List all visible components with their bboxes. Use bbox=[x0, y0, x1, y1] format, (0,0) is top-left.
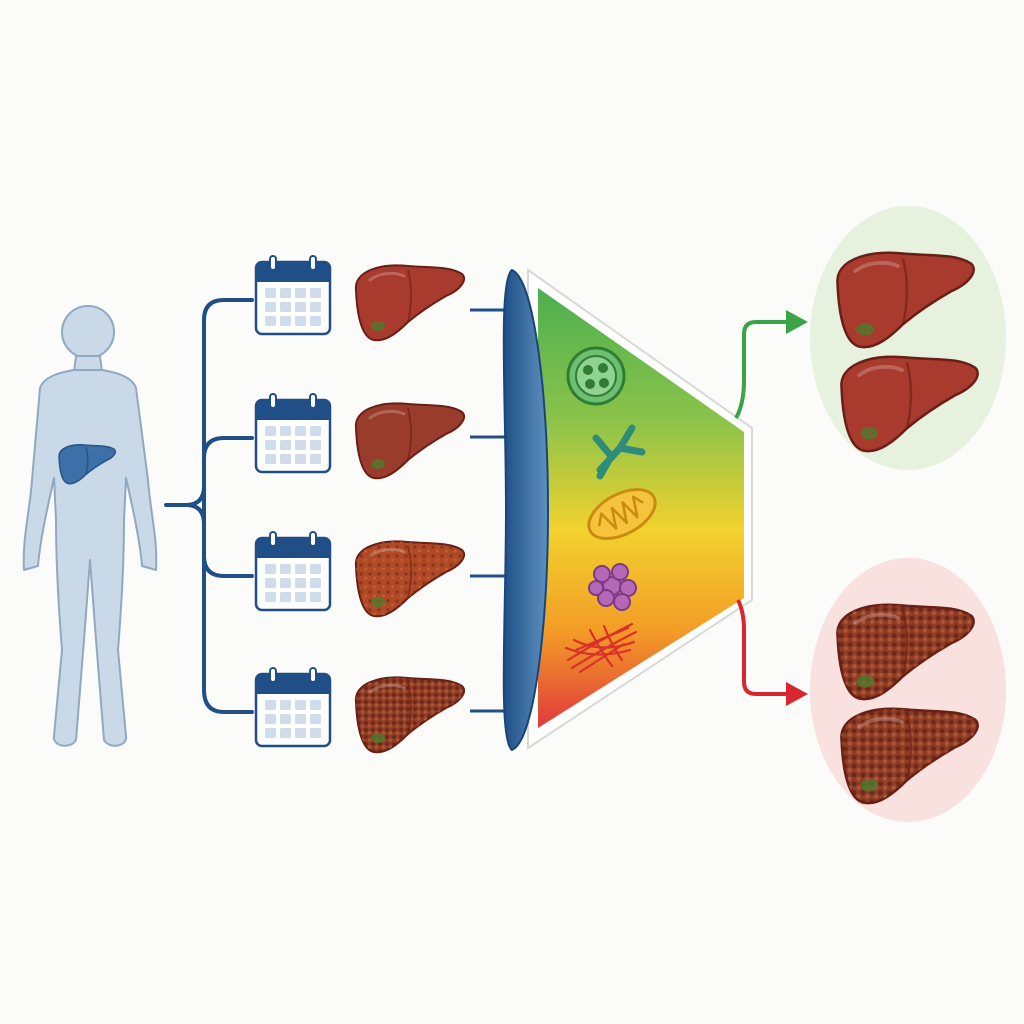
liver-icon bbox=[354, 676, 466, 754]
human-body-icon bbox=[22, 305, 158, 747]
timepoint-row bbox=[254, 255, 466, 342]
timepoint-row bbox=[254, 531, 466, 618]
branch-connector bbox=[164, 298, 254, 714]
liver-icon bbox=[836, 251, 975, 349]
healthy-outcome-arrow bbox=[734, 310, 808, 419]
timepoint-row bbox=[254, 393, 466, 480]
liver-icon bbox=[840, 355, 979, 453]
timepoint-row bbox=[254, 667, 466, 754]
liver-icon bbox=[840, 707, 979, 805]
liver-icon bbox=[354, 540, 466, 618]
healthy-outcome-group bbox=[810, 206, 1006, 470]
calendar-icon bbox=[254, 531, 332, 612]
calendar-icon bbox=[254, 667, 332, 748]
liver-icon bbox=[354, 264, 466, 342]
calendar-icon bbox=[254, 393, 332, 474]
liver-icon bbox=[354, 402, 466, 480]
liver-icon bbox=[836, 603, 975, 701]
hepatocyte-cell-icon bbox=[566, 346, 626, 406]
cirrhotic-outcome-group bbox=[810, 558, 1006, 822]
mitochondria-icon bbox=[587, 488, 657, 540]
bile-duct-branch-icon bbox=[592, 424, 646, 480]
cirrhotic-outcome-arrow bbox=[736, 599, 808, 706]
funnel-rim bbox=[502, 268, 550, 752]
classification-funnel bbox=[502, 268, 753, 752]
calendar-icon bbox=[254, 255, 332, 336]
fibrosis-fibers-icon bbox=[564, 622, 638, 674]
inflammatory-cell-cluster-icon bbox=[588, 563, 637, 611]
